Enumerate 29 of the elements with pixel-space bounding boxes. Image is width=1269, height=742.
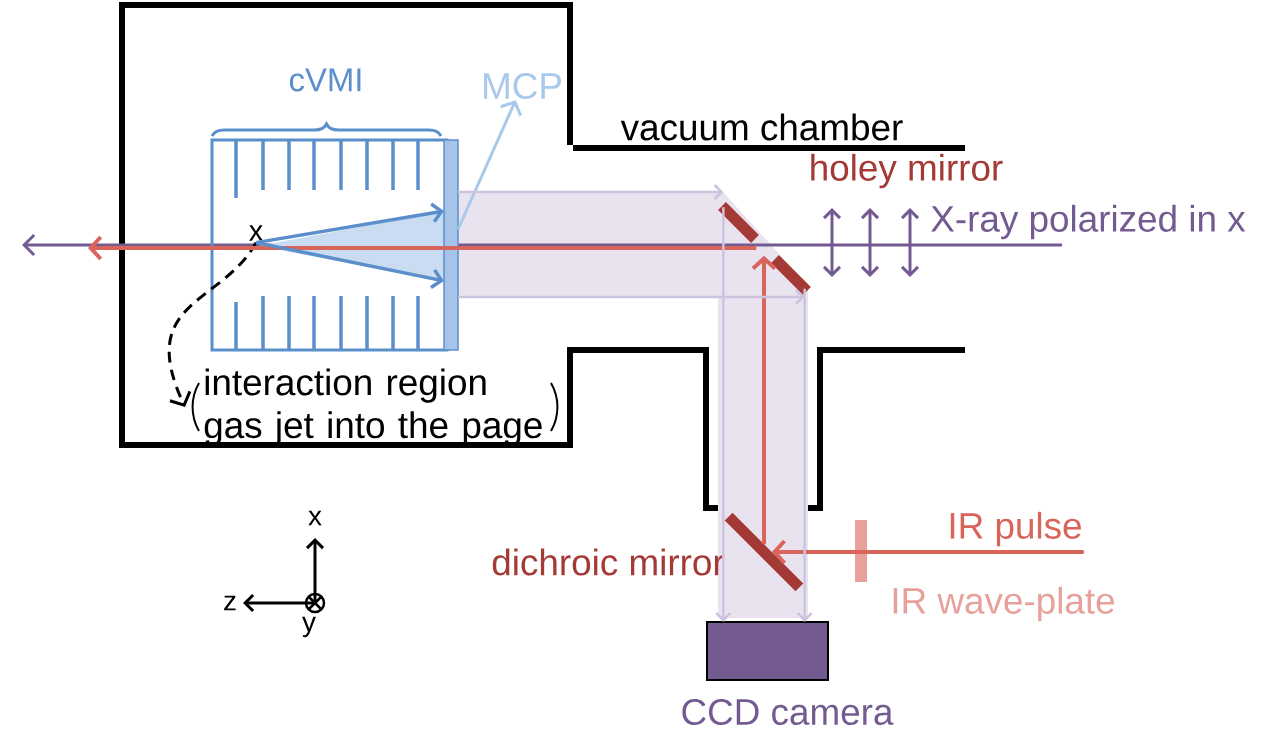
mirror-label: dichroic mirror [492,548,725,576]
light-ray [458,289,805,305]
beam-label: X-ray polarized in x [931,204,1246,240]
light-ray [796,288,813,622]
light-ray [715,207,732,622]
leader-line [456,100,523,230]
beam-label: IR pulse [950,511,1081,547]
chamber-label: vacuum chamber [620,113,903,141]
laser-beam [751,255,777,545]
laser-beam [88,235,757,261]
laser-beam [771,539,1084,565]
wave-plate-label: IR wave-plate [893,586,1114,622]
curved-arrow [168,241,258,407]
mcp-plate [443,139,459,351]
holey-mirror [716,200,813,297]
camera-label: CCD camera [682,698,894,726]
electron-trajectory [255,240,444,289]
component-label: MCP [484,72,561,100]
instrument-label: cVMI [289,68,361,92]
interaction-point-mark: x [249,225,263,241]
camera-box [706,621,829,681]
axis-label: x [308,510,322,526]
electron-trajectory [255,202,444,245]
dichroic-mirror [724,512,804,592]
axis-label: z [224,595,236,611]
axis-label: y [302,616,316,638]
mirror-label: holey mirror [811,153,1003,189]
wave-plate [855,520,867,582]
light-ray [458,184,724,200]
